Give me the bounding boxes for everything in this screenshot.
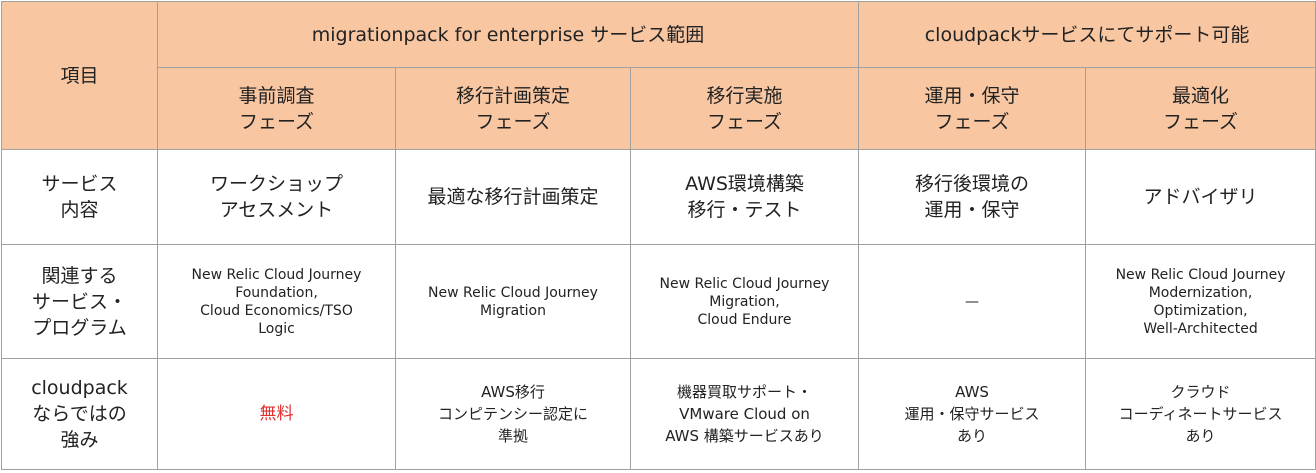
strength-cell: AWS移行 コンピテンシー認定に 準拠 [395,358,631,470]
service-cell: ワークショップ アセスメント [157,149,396,245]
header-row-phases: 事前調査 フェーズ 移行計画策定 フェーズ 移行実施 フェーズ 運用・保守 フェ… [2,67,1316,150]
program-cell: New Relic Cloud Journey Migration [395,244,631,359]
service-cell: 最適な移行計画策定 [395,149,631,245]
phase-header: 運用・保守 フェーズ [858,67,1087,150]
programs-row: 関連する サービス・ プログラム New Relic Cloud Journey… [1,244,1316,359]
scope-group-header: migrationpack for enterprise サービス範囲 [156,1,860,68]
row-label-service: サービス 内容 [1,149,158,245]
program-cell: New Relic Cloud Journey Migration, Cloud… [629,244,860,359]
program-cell: — [858,244,1087,359]
phase-header: 事前調査 フェーズ [157,67,396,150]
row-label-programs: 関連する サービス・ プログラム [1,244,158,359]
service-cell: アドバイザリ [1085,149,1316,245]
service-row: サービス 内容 ワークショップ アセスメント 最適な移行計画策定 AWS環境構築… [1,149,1316,245]
support-group-header: cloudpackサービスにてサポート可能 [858,1,1316,68]
strength-cell: クラウド コーディネートサービス あり [1085,358,1316,470]
header-row-groups: 項目 migrationpack for enterprise サービス範囲 c… [1,1,1316,150]
strength-cell: 無料 [157,358,396,470]
row-label-strength: cloudpack ならではの 強み [1,358,158,470]
strength-cell: AWS 運用・保守サービス あり [858,358,1087,470]
service-cell: AWS環境構築 移行・テスト [629,149,860,245]
phase-header: 移行実施 フェーズ [629,67,860,150]
program-cell: New Relic Cloud Journey Foundation, Clou… [157,244,396,359]
free-label: 無料 [259,404,294,424]
phase-header: 移行計画策定 フェーズ [395,67,631,150]
program-cell: New Relic Cloud Journey Modernization, O… [1085,244,1316,359]
item-header: 項目 [1,1,158,150]
phase-header: 最適化 フェーズ [1085,67,1316,150]
service-cell: 移行後環境の 運用・保守 [858,149,1087,245]
strength-cell: 機器買取サポート・ VMware Cloud on AWS 構築サービスあり [629,358,860,470]
strength-row: cloudpack ならではの 強み 無料 AWS移行 コンピテンシー認定に 準… [1,358,1316,470]
